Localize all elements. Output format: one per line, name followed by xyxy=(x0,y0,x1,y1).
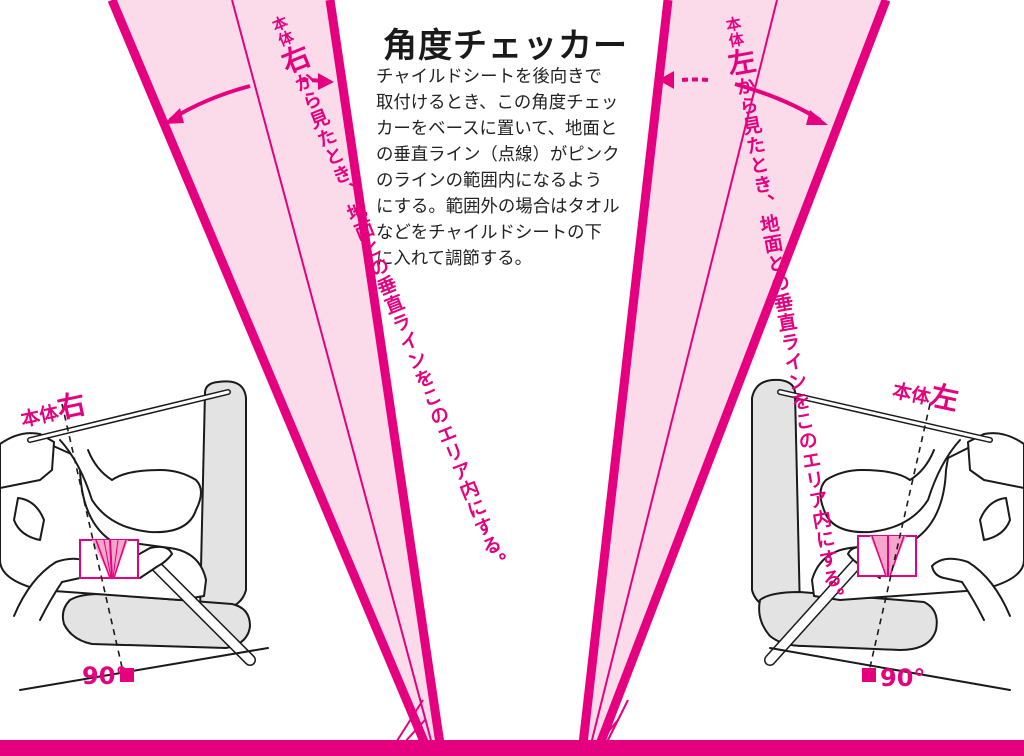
right-angle-band xyxy=(578,0,891,746)
description-line: にする。範囲外の場合はタオル xyxy=(376,197,620,217)
description-line: のラインの範囲内になるよう xyxy=(376,171,603,191)
description-line: の垂直ライン（点線）がピンク xyxy=(376,145,620,165)
description-line: チャイルドシートを後向きで xyxy=(376,67,602,87)
left-angle-checker-card xyxy=(79,539,139,579)
description-text: チャイルドシートを後向きで 取付けるとき、この角度チェッ カーをベースに置いて、… xyxy=(376,64,624,272)
description-line: に入れて調節する。 xyxy=(376,249,532,269)
left-vertical-dashed-line xyxy=(61,403,125,677)
right-figure-prefix: 本体 xyxy=(890,379,933,410)
right-right-angle-mark xyxy=(862,668,876,682)
description-line: などをチャイルドシートの下 xyxy=(376,223,602,243)
left-car-seat-illustration xyxy=(0,380,269,691)
description-line: 取付けるとき、この角度チェッ xyxy=(376,93,619,113)
right-band-side: 左 xyxy=(721,45,760,80)
right-vertical-dashed-line xyxy=(867,403,931,677)
right-band-arc-arrow xyxy=(658,71,828,125)
bottom-bar xyxy=(0,740,1024,756)
description-line: カーをベースに置いて、地面と xyxy=(376,119,618,139)
page-title: 角度チェッカー xyxy=(383,26,628,66)
left-band-arc-arrow xyxy=(164,73,334,124)
left-angle-label: 90° xyxy=(82,662,128,690)
right-angle-label: 90° xyxy=(880,664,926,692)
right-angle-checker-card xyxy=(857,535,917,577)
left-figure-prefix: 本体 xyxy=(18,401,61,432)
right-band-prefix: 本体 xyxy=(722,14,747,50)
left-right-angle-mark xyxy=(120,668,134,682)
